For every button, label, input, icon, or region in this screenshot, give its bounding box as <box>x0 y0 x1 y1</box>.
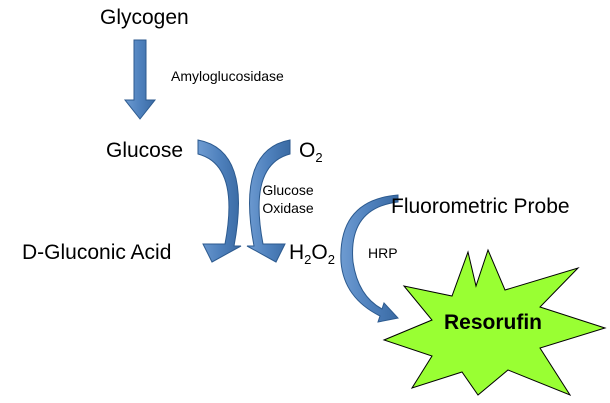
amyloglucosidase-arrow <box>123 39 157 120</box>
glucose-oxidase-label: Glucose Oxidase <box>262 182 314 216</box>
resorufin-label: Resorufin <box>444 311 543 334</box>
oxygen-label: O2 <box>299 139 323 165</box>
gluconic-acid-label: D-Gluconic Acid <box>22 241 172 264</box>
resorufin-burst <box>382 248 607 397</box>
fluorometric-probe-label: Fluorometric Probe <box>391 195 570 218</box>
amyloglucosidase-label: Amyloglucosidase <box>171 68 284 84</box>
hydrogen-peroxide-label: H2O2 <box>289 241 335 267</box>
hrp-label: HRP <box>368 245 398 261</box>
glucose-label: Glucose <box>106 139 184 162</box>
oxygen-to-peroxide-arrow <box>246 139 291 263</box>
probe-to-resorufin-arrow <box>340 194 399 323</box>
glucose-to-gluconic-arrow <box>197 139 242 263</box>
glycogen-label: Glycogen <box>100 6 189 29</box>
